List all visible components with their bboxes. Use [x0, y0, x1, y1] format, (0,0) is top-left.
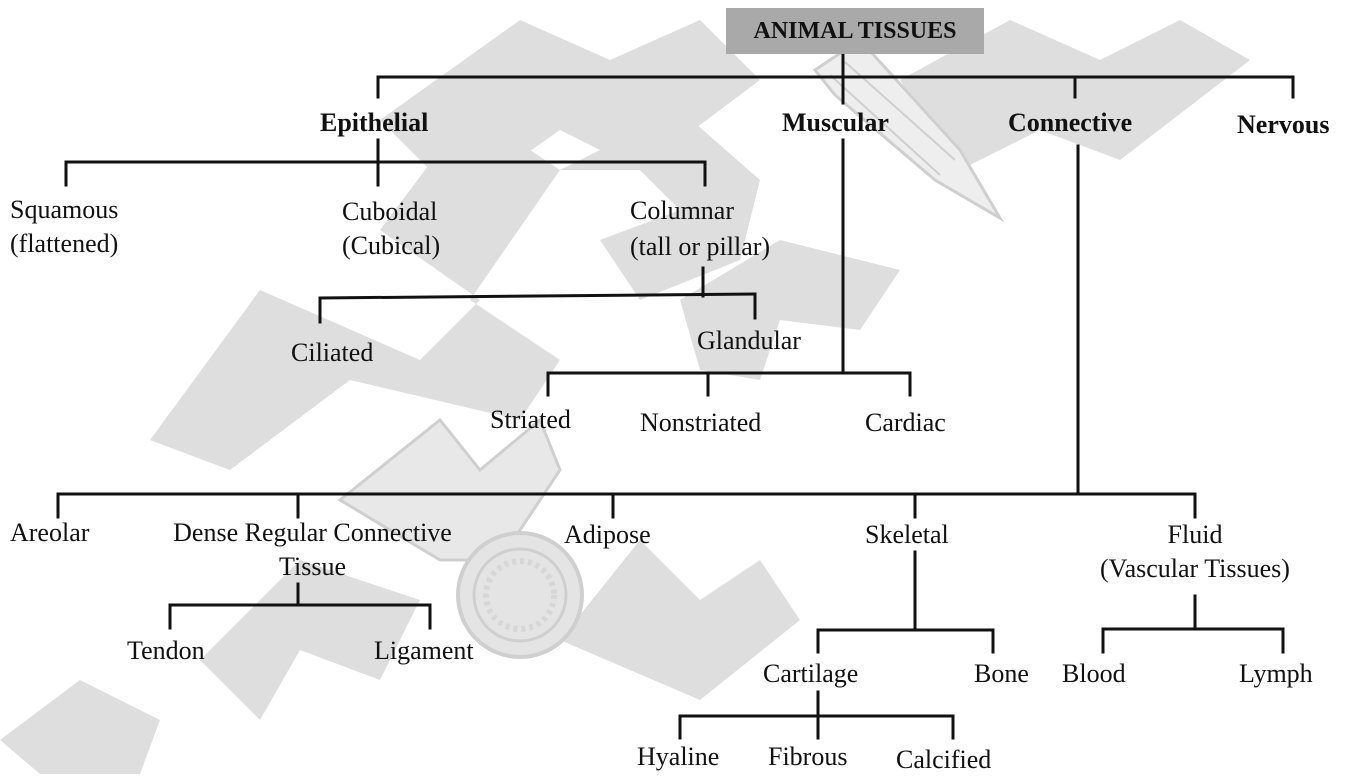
- node-striated: Striated: [490, 405, 571, 434]
- node-lymph: Lymph: [1239, 659, 1313, 688]
- node-ciliated: Ciliated: [291, 338, 374, 367]
- node-fluid: Fluid (Vascular Tissues): [1080, 518, 1310, 586]
- root-label: ANIMAL TISSUES: [753, 18, 957, 44]
- node-cuboidal: Cuboidal (Cubical): [342, 195, 440, 263]
- node-areolar: Areolar: [10, 518, 90, 547]
- type-epithelial: Epithelial: [320, 108, 429, 137]
- dense-line2: Tissue: [279, 552, 346, 581]
- node-dense-regular: Dense Regular Connective Tissue: [140, 516, 485, 584]
- dense-line1: Dense Regular Connective: [173, 518, 452, 547]
- columnar-line2: (tall or pillar): [630, 232, 771, 261]
- root-box: [726, 8, 984, 54]
- fluid-line1: Fluid: [1167, 520, 1223, 549]
- node-adipose: Adipose: [564, 520, 651, 549]
- squamous-line2: (flattened): [10, 229, 119, 258]
- node-glandular: Glandular: [697, 326, 801, 355]
- fluid-line2: (Vascular Tissues): [1100, 554, 1290, 583]
- squamous-line1: Squamous: [10, 195, 119, 224]
- cuboidal-line1: Cuboidal: [342, 197, 438, 226]
- node-tendon: Tendon: [127, 636, 205, 665]
- node-bone: Bone: [974, 659, 1029, 688]
- type-connective: Connective: [1008, 108, 1133, 137]
- node-cartilage: Cartilage: [763, 659, 859, 688]
- cuboidal-line2: (Cubical): [342, 231, 441, 260]
- node-hyaline: Hyaline: [637, 742, 720, 771]
- node-skeletal: Skeletal: [865, 520, 949, 549]
- node-squamous: Squamous (flattened): [10, 193, 118, 261]
- node-cardiac: Cardiac: [865, 408, 946, 437]
- node-blood: Blood: [1062, 659, 1126, 688]
- type-nervous: Nervous: [1237, 110, 1330, 139]
- node-nonstriated: Nonstriated: [640, 408, 762, 437]
- node-columnar: Columnar (tall or pillar): [630, 194, 770, 264]
- node-ligament: Ligament: [374, 636, 474, 665]
- node-calcified: Calcified: [896, 745, 992, 774]
- type-muscular: Muscular: [782, 108, 889, 137]
- node-fibrous: Fibrous: [768, 742, 848, 771]
- columnar-line1: Columnar: [630, 196, 734, 225]
- medal-watermark-icon: [337, 417, 584, 659]
